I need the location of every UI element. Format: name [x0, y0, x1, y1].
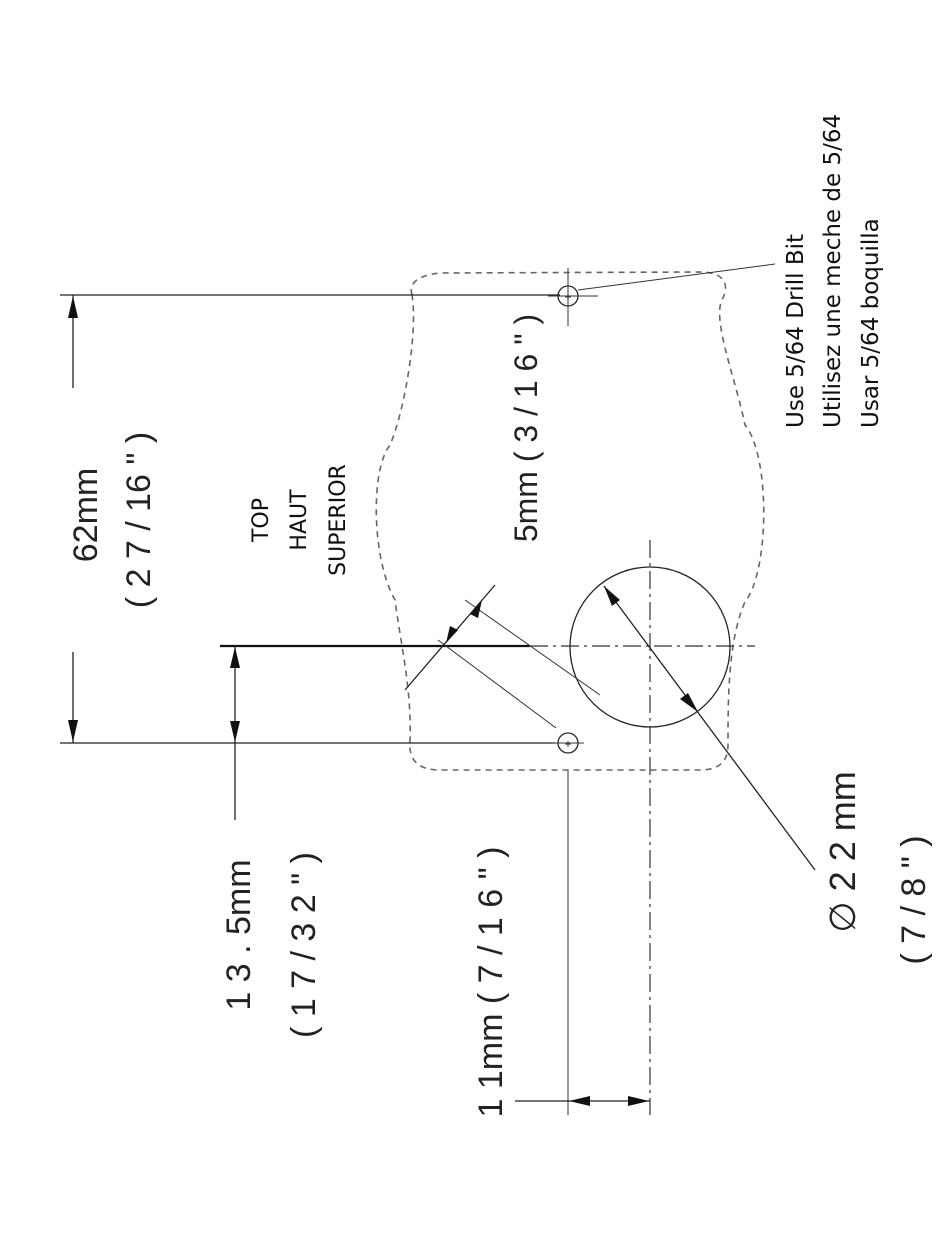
dim-13-5mm-label: 1 3 . 5mm	[220, 859, 258, 1010]
arrow-11-left	[569, 1096, 590, 1106]
template-outline	[376, 272, 763, 770]
diameter-leader	[604, 586, 815, 870]
mount-hole-bottom-plus: +	[564, 737, 571, 751]
mount-hole-top-plus: +	[564, 290, 571, 304]
orientation-label-top: TOP	[249, 498, 274, 543]
arrow-13-5-top	[230, 647, 240, 668]
orientation-label-haut: HAUT	[287, 489, 312, 551]
dim-22mm-inch-label: ( 7 / 8 " )	[895, 835, 933, 964]
dim-22mm-label: ∅ 2 2 mm	[822, 771, 863, 932]
dim-62mm-inch-label: ( 2 7 / 16 " )	[120, 432, 158, 608]
drill-note-line-1: Use 5/64 Drill Bit	[783, 234, 809, 428]
dim-62mm-label: 62mm	[67, 468, 105, 562]
dim-13-5mm-inch-label: ( 1 7 / 3 2 " )	[285, 852, 323, 1038]
arrow-22-upper	[604, 586, 620, 606]
dim-5mm-label: 5mm ( 3 / 1 6 " )	[508, 314, 544, 542]
arrow-62-top	[68, 296, 78, 318]
arrow-22-lower	[680, 693, 698, 712]
arrow-11-right	[628, 1096, 649, 1106]
arrow-5-upper	[470, 600, 482, 618]
drill-note-leader	[578, 264, 775, 290]
drill-note-line-2: Utilisez une meche de 5/64	[820, 114, 846, 428]
drill-note-line-3: Usar 5/64 boquilla	[858, 218, 884, 428]
arrow-62-bottom	[68, 720, 78, 742]
slot-ext-lower	[438, 640, 556, 728]
dim-11mm-label: 1 1mm ( 7 / 1 6 " )	[472, 847, 510, 1118]
orientation-label-superior: SUPERIOR	[326, 464, 351, 576]
arrow-13-5-bottom	[230, 721, 240, 742]
arrow-5-lower	[446, 626, 458, 643]
slot-ext-upper	[465, 600, 600, 695]
